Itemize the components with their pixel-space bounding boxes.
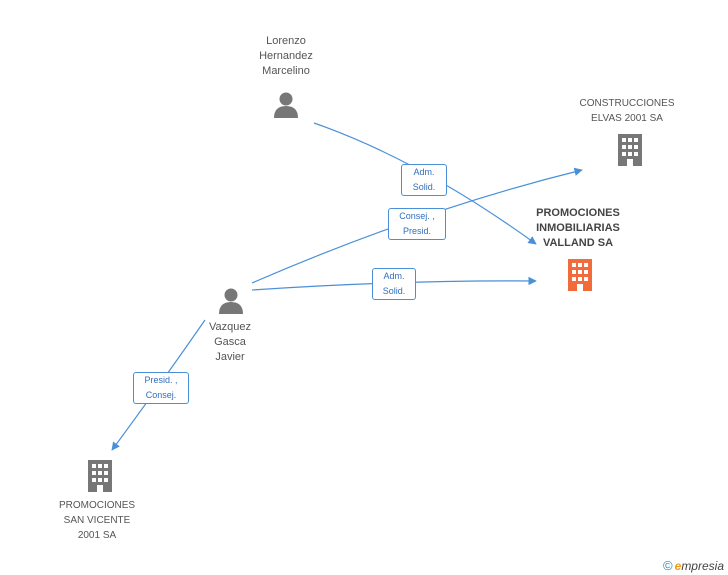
- company-label-valland[interactable]: PROMOCIONES INMOBILIARIAS VALLAND SA: [536, 207, 620, 249]
- building-icon[interactable]: [84, 458, 116, 494]
- person-label-lorenzo[interactable]: Lorenzo Hernandez Marcelino: [259, 35, 313, 77]
- building-icon[interactable]: [614, 132, 646, 168]
- copyright-icon: ©: [663, 558, 673, 573]
- building-icon-highlighted[interactable]: [564, 257, 596, 293]
- footer-branding: © empresia: [663, 558, 724, 573]
- company-label-sanvicente[interactable]: PROMOCIONES SAN VICENTE 2001 SA: [58, 500, 136, 541]
- brand-logo[interactable]: empresia: [674, 558, 724, 573]
- edge-label-vazquez-valland[interactable]: Adm. Solid.: [372, 268, 416, 300]
- person-label-vazquez[interactable]: Vazquez Gasca Javier: [209, 321, 251, 363]
- edge-label-vazquez-construcciones[interactable]: Consej. , Presid.: [388, 208, 446, 240]
- company-label-construcciones[interactable]: CONSTRUCCIONES ELVAS 2001 SA: [579, 98, 675, 124]
- edge-label-lorenzo-valland[interactable]: Adm. Solid.: [401, 164, 447, 196]
- edge-label-vazquez-sanvicente[interactable]: Presid. , Consej.: [133, 372, 189, 404]
- person-icon[interactable]: [271, 90, 301, 120]
- person-icon[interactable]: [216, 286, 246, 316]
